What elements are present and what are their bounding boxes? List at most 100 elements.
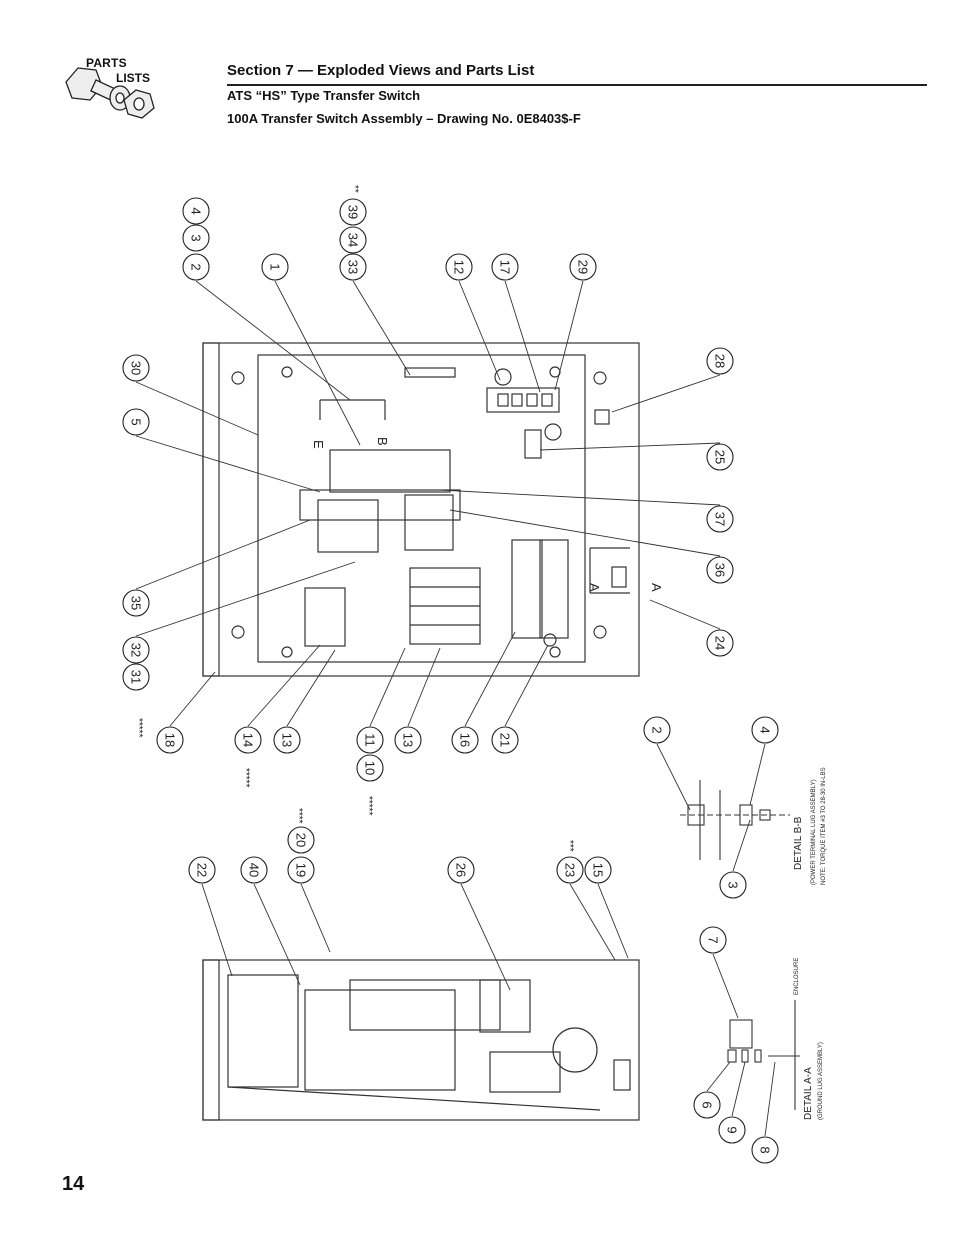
callout-number: 1 [268, 263, 283, 270]
callout-circle [706, 629, 734, 657]
callout-leader-line [135, 435, 321, 493]
detail-bb-title: DETAIL B-B [793, 816, 804, 870]
enclosure-side-view [202, 959, 640, 1121]
callout-leader-line [749, 743, 766, 806]
detail-bb-note: NOTE: TORQUE ITEM #3 TO 28-30 IN-LBS [821, 767, 827, 885]
callout-leader-line [611, 374, 721, 413]
callout-number: 19 [294, 863, 309, 877]
callout-circle [287, 856, 315, 884]
detail-aa-drawing [727, 1000, 800, 1110]
callout-number: 22 [195, 863, 210, 877]
callout-leader-line [135, 561, 356, 637]
page-number: 14 [62, 1173, 85, 1195]
star-marker: ***** [240, 768, 251, 788]
callout-circle [693, 1091, 721, 1119]
callout-circle [122, 589, 150, 617]
callout-number: 6 [700, 1101, 715, 1108]
callout-number: 24 [713, 636, 728, 650]
callout-leader-line [656, 743, 691, 811]
callout-leader-line [135, 381, 259, 436]
callout-number: 26 [454, 863, 469, 877]
callout-leader-line [504, 280, 541, 393]
callout-number: 33 [346, 260, 361, 274]
callout-leader-line [274, 280, 361, 446]
callout-circle [719, 871, 747, 899]
callout-circle [569, 253, 597, 281]
callout-leader-line [732, 819, 751, 872]
callout-leader-line [731, 1061, 746, 1117]
subtitle: ATS “HS” Type Transfer Switch [227, 88, 421, 103]
callout-number: 30 [129, 361, 144, 375]
callout-number: 23 [563, 863, 578, 877]
callout-circle [273, 726, 301, 754]
callout-number: 36 [713, 563, 728, 577]
callout-number: 2 [189, 263, 204, 270]
callout-leader-line [407, 647, 441, 727]
callout-circle [584, 856, 612, 884]
callout-leader-line [764, 1061, 776, 1137]
callout-number: 13 [280, 733, 295, 747]
section-title: Section 7 — Exploded Views and Parts Lis… [227, 62, 535, 79]
parts-lists-logo: PARTS LISTS [58, 54, 208, 134]
callout-number: 14 [241, 733, 256, 747]
callout-number: 3 [189, 234, 204, 241]
callout-leader-line [712, 953, 739, 1019]
callout-leader-line [460, 883, 511, 991]
callout-circle [751, 716, 779, 744]
detail-bb-note: (POWER TERMINAL LUG ASSEMBLY) [811, 779, 817, 885]
callout-circle [122, 408, 150, 436]
callout-leader-line [169, 671, 216, 727]
callout-circle [706, 505, 734, 533]
section-title-block: Section 7 — Exploded Views and Parts Lis… [227, 62, 927, 85]
star-marker: ***** [363, 796, 374, 816]
callout-circle [339, 253, 367, 281]
callout-circle [182, 224, 210, 252]
callout-leader-line [504, 644, 549, 727]
callout-number: 18 [163, 733, 178, 747]
callout-circle [261, 253, 289, 281]
section-letter-a: A [587, 583, 602, 592]
drawing-title: 100A Transfer Switch Assembly – Drawing … [227, 111, 581, 126]
callout-circle [122, 354, 150, 382]
detail-aa-note: (GROUND LUG ASSEMBLY) [818, 1042, 824, 1120]
callout-number: 29 [576, 260, 591, 274]
callout-leader-line [352, 280, 411, 376]
section-letter-a: A [649, 583, 664, 592]
star-marker: ** [349, 185, 360, 193]
callout-circle [706, 347, 734, 375]
callout-leader-line [439, 489, 721, 506]
callout-number: 9 [725, 1126, 740, 1133]
callout-number: 7 [706, 936, 721, 943]
callout-circle [451, 726, 479, 754]
callout-circle [706, 443, 734, 471]
section-letter-b: B [375, 437, 390, 446]
callout-leader-line [464, 631, 516, 727]
callout-number: 11 [363, 733, 378, 747]
callout-circle [394, 726, 422, 754]
callout-circle [643, 716, 671, 744]
callout-leader-line [539, 442, 721, 451]
callout-number: 8 [758, 1146, 773, 1153]
callout-circle [356, 754, 384, 782]
callout-leader-line [300, 883, 331, 953]
callout-leader-line [195, 280, 351, 401]
callout-number: 40 [247, 863, 262, 877]
callout-leader-line [201, 883, 233, 977]
callout-circle [234, 726, 262, 754]
callout-leader-line [369, 647, 406, 727]
star-marker: **** [293, 808, 304, 824]
callout-circle [122, 636, 150, 664]
callout-circle [339, 198, 367, 226]
callout-number: 10 [363, 761, 378, 775]
callout-circle [556, 856, 584, 884]
callout-number: 5 [129, 418, 144, 425]
callout-circle [447, 856, 475, 884]
callout-number: 15 [591, 863, 606, 877]
callout-circle [718, 1116, 746, 1144]
callout-number: 31 [129, 670, 144, 684]
callout-circle [356, 726, 384, 754]
callout-number: 4 [758, 726, 773, 733]
callout-circle [491, 726, 519, 754]
logo-parts-label: PARTS [86, 56, 127, 70]
